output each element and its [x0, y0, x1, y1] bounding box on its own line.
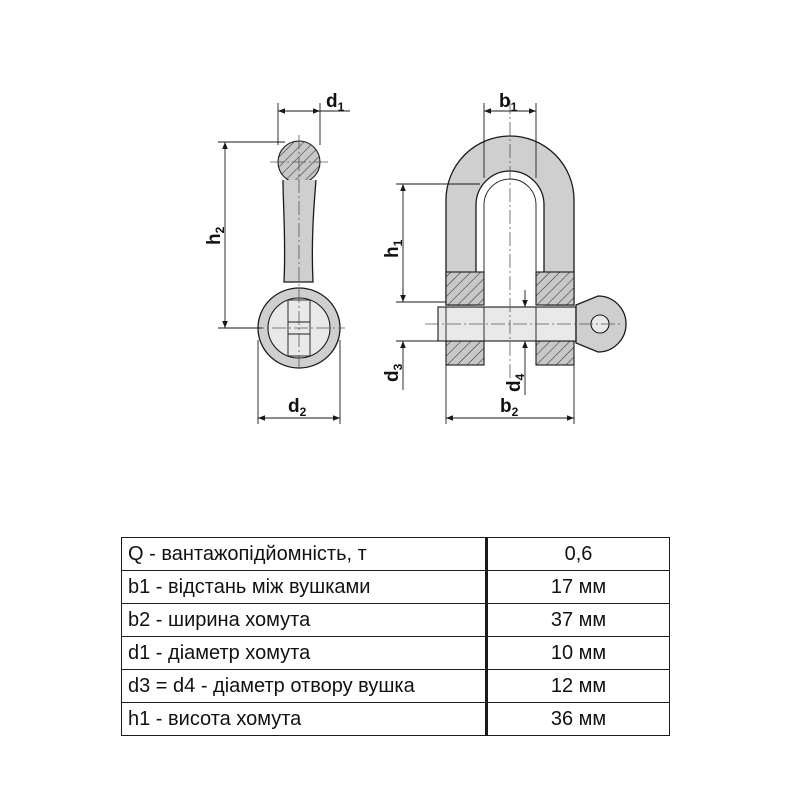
left-eye-section-bottom [445, 340, 485, 366]
shackle-drawing: d1 h2 d2 b1 [204, 91, 627, 424]
table-row: b2 - ширина хомута 37 мм [121, 603, 670, 637]
value-cell: 37 мм [486, 603, 670, 637]
table-row: b1 - відстань між вушками 17 мм [121, 570, 670, 604]
dim-b1-label: b1 [499, 91, 518, 114]
value-cell: 10 мм [486, 636, 670, 670]
dim-b2-label: b2 [500, 396, 519, 419]
left-eye-section-top [445, 271, 485, 306]
dim-d4-label: d4 [504, 373, 527, 392]
dim-d1-label: d1 [326, 91, 345, 114]
table-row: d1 - діаметр хомута 10 мм [121, 636, 670, 670]
value-cell: 36 мм [486, 702, 670, 736]
table-row: d3 = d4 - діаметр отвору вушка 12 мм [121, 669, 670, 703]
table-row: Q - вантажопідйомність, т 0,6 [121, 537, 670, 571]
side-view: d1 h2 d2 [204, 91, 350, 424]
param-cell: b1 - відстань між вушками [121, 570, 488, 604]
right-eye-section-bottom [535, 340, 575, 366]
param-cell: d3 = d4 - діаметр отвору вушка [121, 669, 488, 703]
value-cell: 0,6 [486, 537, 670, 571]
shackle-bow [445, 135, 575, 306]
spec-table: Q - вантажопідйомність, т 0,6 b1 - відст… [121, 537, 670, 736]
param-cell: h1 - висота хомута [121, 702, 488, 736]
param-cell: Q - вантажопідйомність, т [121, 537, 488, 571]
dim-h2-label: h2 [204, 226, 227, 245]
front-view: b1 h1 d3 d4 b2 [382, 91, 627, 424]
table-row: h1 - висота хомута 36 мм [121, 702, 670, 736]
param-cell: d1 - діаметр хомута [121, 636, 488, 670]
value-cell: 17 мм [486, 570, 670, 604]
dim-d3-label: d3 [382, 363, 405, 382]
dim-d2-label: d2 [288, 396, 307, 419]
param-cell: b2 - ширина хомута [121, 603, 488, 637]
value-cell: 12 мм [486, 669, 670, 703]
shackle-neck [282, 179, 317, 283]
dim-h1-label: h1 [382, 239, 405, 258]
right-eye-section-top [535, 271, 575, 306]
